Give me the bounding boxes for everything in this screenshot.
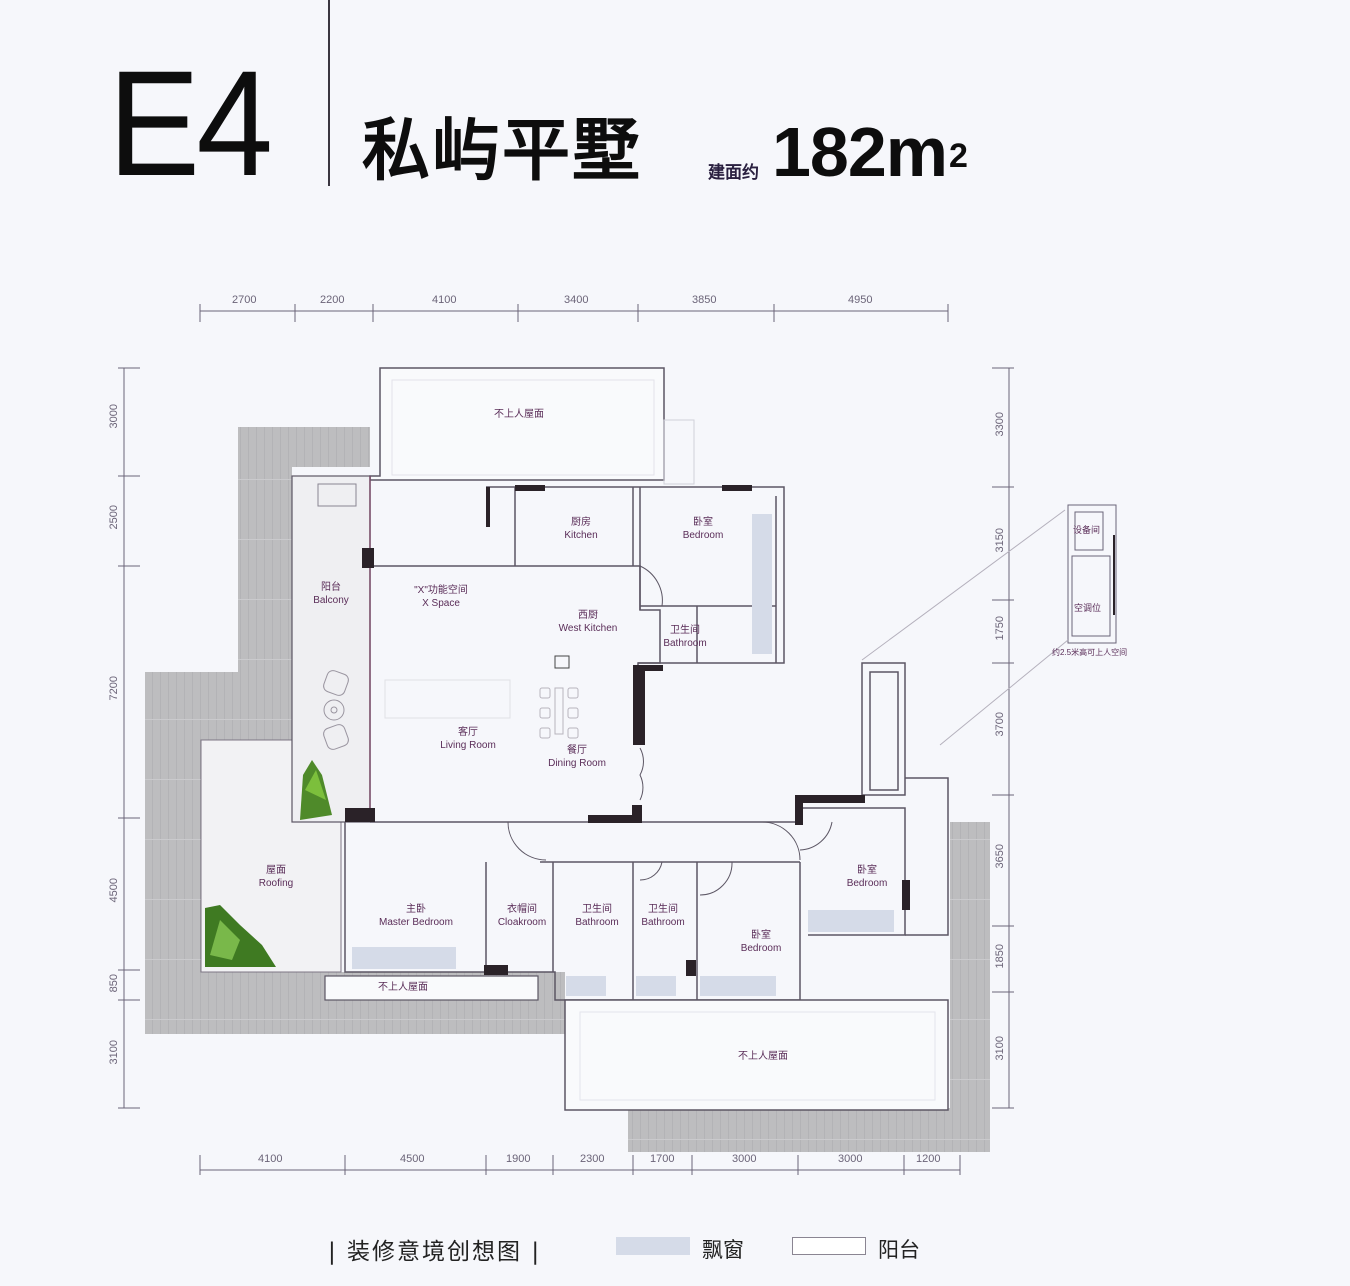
structural-walls xyxy=(345,485,910,976)
dimension-right xyxy=(992,367,1014,1109)
dim-top-1: 2700 xyxy=(232,294,257,306)
dim-bottom-2: 4500 xyxy=(400,1153,425,1165)
dim-right-4: 3700 xyxy=(994,712,1006,737)
dim-left-2: 2500 xyxy=(108,505,120,530)
dim-top-5: 3850 xyxy=(692,294,717,306)
title-divider xyxy=(328,0,330,186)
sofa xyxy=(384,679,511,719)
balcony-area xyxy=(291,475,371,823)
dim-top-2: 2200 xyxy=(320,294,345,306)
dim-right-6: 1850 xyxy=(994,944,1006,969)
area-superscript: 2 xyxy=(949,137,968,175)
room-roof-top: 不上人屋面 xyxy=(494,409,544,420)
inset-upper-label: 设备间 xyxy=(1073,525,1101,535)
roof-top-outline xyxy=(369,367,665,481)
dim-bottom-7: 3000 xyxy=(838,1153,863,1165)
area-value: 182m2 xyxy=(772,112,968,192)
unit-code: E4 xyxy=(108,39,273,207)
dim-bottom-3: 1900 xyxy=(506,1153,531,1165)
dim-right-2: 3150 xyxy=(994,528,1006,553)
inset-caption: 约2.5米高可上人空间 xyxy=(1052,648,1128,657)
dim-right-7: 3100 xyxy=(994,1036,1006,1061)
dim-left-3: 7200 xyxy=(108,676,120,701)
leader-line-1 xyxy=(861,509,1066,661)
roof-tiles xyxy=(145,427,990,1152)
dim-bottom-5: 1700 xyxy=(650,1153,675,1165)
balcony-furniture xyxy=(323,670,349,750)
dim-bottom-6: 3000 xyxy=(732,1153,757,1165)
dim-right-1: 3300 xyxy=(994,412,1006,437)
dim-right-5: 3650 xyxy=(994,844,1006,869)
dimension-left xyxy=(118,367,140,1109)
area-number: 182m xyxy=(772,113,948,191)
dimension-top xyxy=(199,304,949,322)
legend-title: | 装修意境创想图 | xyxy=(328,1239,542,1265)
dim-left-6: 3100 xyxy=(108,1040,120,1065)
dim-left-1: 3000 xyxy=(108,404,120,429)
dim-right-3: 1750 xyxy=(994,616,1006,641)
legend-swatch-bay-window xyxy=(616,1237,690,1255)
dim-bottom-4: 2300 xyxy=(580,1153,605,1165)
bay-windows xyxy=(352,514,894,996)
dim-bottom-8: 1200 xyxy=(916,1153,941,1165)
roof-south-right-outline xyxy=(564,999,949,1111)
inset-plan xyxy=(1067,504,1117,644)
legend-label-bay-window: 飘窗 xyxy=(702,1238,744,1262)
door-swings xyxy=(507,565,833,896)
dim-left-5: 850 xyxy=(108,974,120,993)
room-roof-south-left: 不上人屋面 xyxy=(378,982,428,993)
area-prefix: 建面约 xyxy=(708,163,759,183)
roof-south-left-outline xyxy=(324,975,539,1001)
dim-top-3: 4100 xyxy=(432,294,457,306)
dim-top-4: 3400 xyxy=(564,294,589,306)
dim-bottom-1: 4100 xyxy=(258,1153,283,1165)
dim-top-6: 4950 xyxy=(848,294,873,306)
unit-name: 私屿平墅 xyxy=(362,112,643,191)
inset-lower-label: 空调位 xyxy=(1074,603,1102,613)
dim-left-4: 4500 xyxy=(108,878,120,903)
leader-line-2 xyxy=(939,639,1069,746)
legend-swatch-balcony xyxy=(792,1237,866,1255)
legend-label-balcony: 阳台 xyxy=(878,1238,920,1262)
dimension-bottom xyxy=(199,1155,961,1175)
dining-table xyxy=(539,655,579,739)
room-roof-south-right: 不上人屋面 xyxy=(738,1051,788,1062)
